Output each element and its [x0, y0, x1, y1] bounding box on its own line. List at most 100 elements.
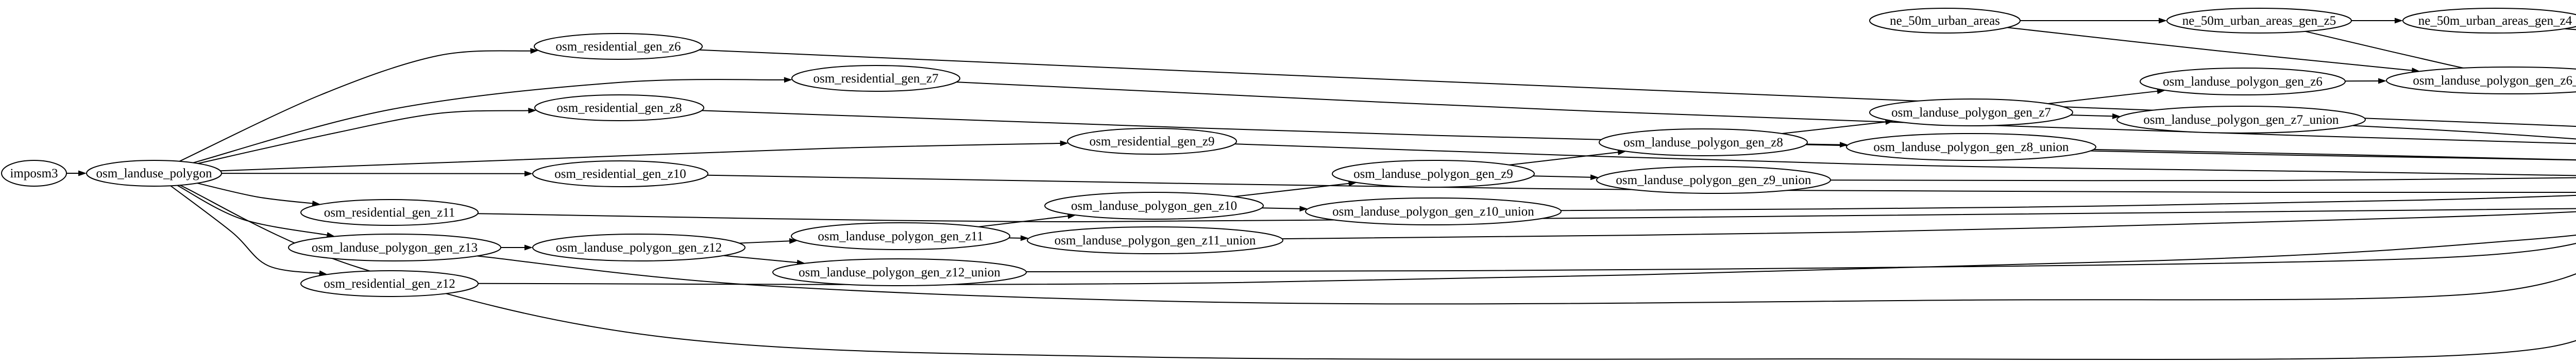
edge-line	[723, 255, 800, 264]
arrowhead-icon	[1348, 180, 1357, 187]
edge-osm_landuse_polygon_gen_z10-to-osm_landuse_polygon_gen_z10_union	[1262, 206, 1308, 212]
node-osm_landuse_polygon_gen_z11: osm_landuse_polygon_gen_z11	[791, 222, 1010, 250]
node-ellipse	[2116, 106, 2366, 134]
edge-line	[2352, 125, 2576, 140]
arrowhead-icon	[2112, 113, 2121, 119]
edge-ne_50m_urban_areas-to-ne_50m_urban_areas_gen_z5	[2020, 18, 2167, 24]
node-osm_residential_gen_z10: osm_residential_gen_z10	[532, 160, 708, 187]
node-ellipse	[300, 270, 479, 297]
arrowhead-icon	[528, 108, 537, 114]
edge-line	[1262, 207, 1302, 209]
node-ellipse	[772, 258, 1027, 286]
edge-osm_landuse_polygon_gen_z10_union-to-layer_landuse-z10	[1561, 194, 2576, 211]
edge-osm_residential_gen_z7-to-layer_landuse-z7	[956, 81, 2576, 144]
node-label: imposm3	[10, 167, 58, 180]
node-ellipse	[791, 222, 1010, 250]
arrowhead-icon	[1839, 142, 1849, 148]
node-ellipse	[2386, 67, 2576, 94]
node-label: osm_residential_gen_z8	[557, 101, 682, 115]
edge-line	[179, 50, 533, 162]
edge-osm_landuse_polygon-to-layer_landuse-z14+	[179, 185, 2576, 360]
edge-line	[179, 185, 2576, 360]
node-label: osm_residential_gen_z7	[814, 72, 939, 86]
node-label: ne_50m_urban_areas_gen_z5	[2182, 14, 2336, 28]
node-ellipse	[791, 65, 960, 92]
node-label: osm_landuse_polygon_gen_z8_union	[1873, 140, 2069, 154]
edge-osm_residential_gen_z9-to-layer_landuse-z9	[1234, 143, 2576, 176]
node-ne_50m_urban_areas_gen_z5: ne_50m_urban_areas_gen_z5	[2166, 8, 2352, 34]
edge-osm_residential_gen_z10-to-layer_landuse-z10	[707, 174, 2576, 193]
arrowhead-icon	[524, 244, 533, 251]
arrowhead-icon	[1060, 140, 1069, 146]
arrowhead-icon	[2159, 18, 2167, 24]
node-ellipse	[532, 234, 745, 261]
node-ellipse	[1027, 226, 1283, 254]
node-label: osm_landuse_polygon_gen_z11_union	[1055, 234, 1256, 248]
node-osm_landuse_polygon_gen_z10_union: osm_landuse_polygon_gen_z10_union	[1305, 198, 1562, 225]
edge-osm_landuse_polygon_gen_z9-to-osm_landuse_polygon_gen_z9_union	[1533, 174, 1599, 180]
edge-osm_landuse_polygon-to-osm_residential_gen_z10	[221, 171, 533, 177]
node-ellipse	[534, 94, 704, 121]
node-imposm3: imposm3	[1, 160, 67, 187]
node-label: osm_landuse_polygon_gen_z11	[818, 229, 983, 243]
edge-osm_landuse_polygon_gen_z11-to-osm_landuse_polygon_gen_z11_union	[1009, 235, 1029, 241]
node-ellipse	[86, 160, 222, 187]
edge-line	[477, 255, 2576, 305]
node-osm_landuse_polygon_gen_z7: osm_landuse_polygon_gen_z7	[1869, 98, 2073, 126]
node-osm_landuse_polygon_gen_z8_union: osm_landuse_polygon_gen_z8_union	[1846, 133, 2096, 161]
node-osm_landuse_polygon: osm_landuse_polygon	[86, 160, 222, 187]
edge-line	[707, 174, 2576, 193]
edge-line	[2048, 90, 2160, 105]
node-ne_50m_urban_areas_gen_z4: ne_50m_urban_areas_gen_z4	[2402, 8, 2576, 34]
node-osm_landuse_polygon_gen_z10: osm_landuse_polygon_gen_z10	[1044, 192, 1264, 220]
node-label: ne_50m_urban_areas	[1890, 14, 2000, 28]
arrowhead-icon	[1299, 206, 1308, 212]
edge-line	[1509, 151, 1620, 166]
node-label: osm_landuse_polygon_gen_z13	[312, 241, 478, 255]
node-label: osm_landuse_polygon	[96, 167, 212, 180]
node-osm_landuse_polygon_gen_z6: osm_landuse_polygon_gen_z6	[2140, 68, 2346, 95]
edge-osm_landuse_polygon_gen_z11_union-to-layer_landuse-z11	[1282, 211, 2576, 240]
node-ellipse	[1869, 8, 2021, 34]
node-osm_landuse_polygon_gen_z9: osm_landuse_polygon_gen_z9	[1332, 160, 1535, 188]
edge-line	[2071, 114, 2115, 117]
node-label: osm_landuse_polygon_gen_z9	[1353, 167, 1513, 181]
node-label: osm_landuse_polygon_gen_z6_union	[2413, 74, 2576, 88]
node-label: osm_residential_gen_z9	[1090, 135, 1215, 149]
node-label: osm_landuse_polygon_gen_z6	[2163, 75, 2323, 89]
node-ellipse	[288, 234, 501, 261]
node-osm_residential_gen_z12: osm_residential_gen_z12	[300, 270, 479, 297]
arrowhead-icon	[524, 171, 533, 177]
node-ellipse	[532, 160, 708, 187]
node-osm_residential_gen_z11: osm_residential_gen_z11	[300, 199, 479, 226]
edge-line	[177, 185, 329, 236]
arrowhead-icon	[530, 48, 539, 54]
node-osm_landuse_polygon_gen_z7_union: osm_landuse_polygon_gen_z7_union	[2116, 106, 2366, 134]
arrowhead-icon	[1590, 174, 1599, 180]
arrowhead-icon	[1020, 235, 1029, 241]
edge-osm_landuse_polygon_gen_z8_union-to-layer_landuse-z8	[2093, 149, 2576, 161]
node-osm_landuse_polygon_gen_z12: osm_landuse_polygon_gen_z12	[532, 234, 745, 261]
arrowhead-icon	[2395, 18, 2403, 24]
edge-line	[1533, 175, 1593, 178]
node-label: osm_residential_gen_z11	[324, 206, 455, 220]
edge-osm_landuse_polygon_gen_z13-to-osm_landuse_polygon_gen_z12	[501, 244, 533, 251]
edge-line	[220, 142, 1062, 172]
node-ellipse	[1067, 128, 1237, 155]
node-ellipse	[534, 33, 703, 60]
node-osm_landuse_polygon_gen_z11_union: osm_landuse_polygon_gen_z11_union	[1027, 226, 1283, 254]
arrowhead-icon	[2378, 78, 2387, 84]
node-label: osm_landuse_polygon_gen_z9_union	[1616, 173, 1811, 187]
node-label: osm_landuse_polygon_gen_z10_union	[1332, 205, 1534, 219]
node-osm_landuse_polygon_gen_z8: osm_landuse_polygon_gen_z8	[1599, 128, 1808, 156]
node-osm_residential_gen_z6: osm_residential_gen_z6	[534, 33, 703, 60]
edge-imposm3-to-osm_landuse_polygon	[66, 170, 87, 176]
node-ne_50m_urban_areas: ne_50m_urban_areas	[1869, 8, 2021, 34]
node-ellipse	[2166, 8, 2352, 34]
edge-line	[739, 240, 792, 244]
node-label: osm_residential_gen_z10	[554, 167, 686, 181]
arrowhead-icon	[789, 238, 798, 244]
edge-ne_50m_urban_areas_gen_z5-to-ne_50m_urban_areas_gen_z4	[2351, 18, 2403, 24]
edge-osm_residential_gen_z12-to-layer_landuse-z12	[478, 234, 2576, 285]
nodes-layer: imposm3 osm_landuse_polygon osm_residentia…	[1, 8, 2576, 297]
